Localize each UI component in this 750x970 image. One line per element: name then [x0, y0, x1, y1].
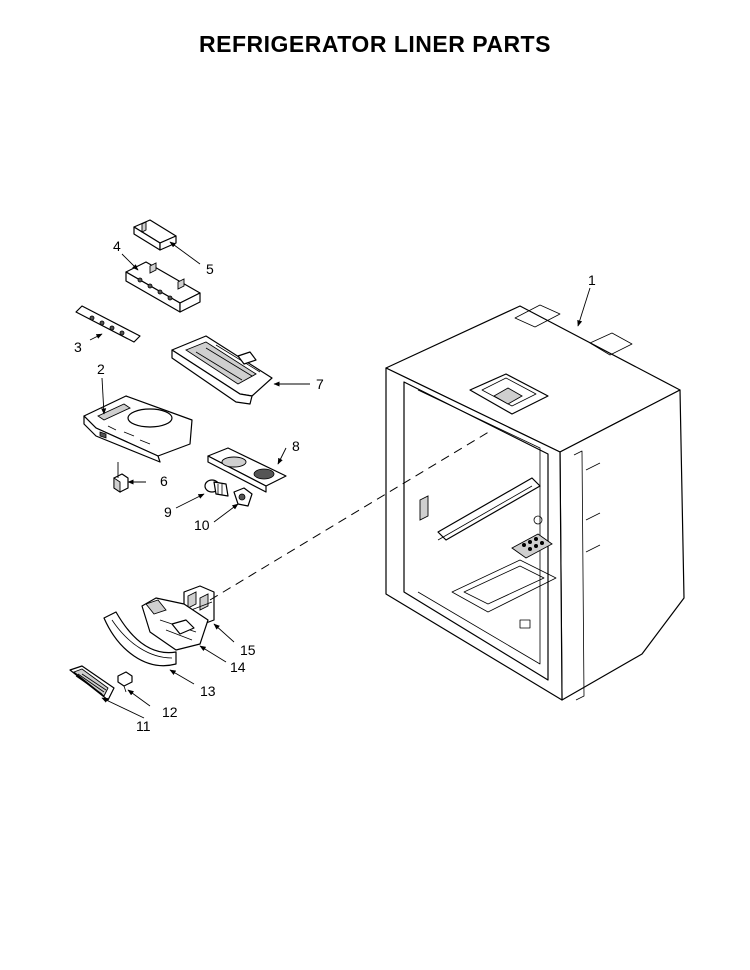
callout-7: 7	[316, 376, 324, 392]
part-2-housing	[83, 395, 193, 463]
callout-5: 5	[206, 261, 214, 277]
page-title: REFRIGERATOR LINER PARTS	[199, 31, 551, 57]
callout-3: 3	[74, 339, 82, 355]
part-10-socket	[233, 487, 253, 507]
callout-2: 2	[97, 361, 105, 377]
callout-8: 8	[292, 438, 300, 454]
part-5-bracket	[133, 219, 177, 251]
part-11-grille	[69, 665, 115, 701]
callout-9: 9	[164, 504, 172, 520]
callout-11: 11	[136, 718, 151, 734]
part-13-bezel	[103, 611, 177, 667]
part-14-housing	[141, 597, 209, 651]
callout-15: 15	[240, 642, 256, 658]
part-4-bracket	[125, 261, 201, 313]
part-6-clip	[113, 473, 129, 493]
part-8-plate	[207, 447, 287, 493]
callout-10: 10	[194, 517, 210, 533]
part-3-strip	[75, 305, 141, 343]
part-1-liner	[385, 304, 685, 701]
part-9-lamp	[204, 479, 229, 497]
part-12-screw	[117, 671, 133, 693]
callout-labels: 1 2 3 4 5 6 7 8 9 10 11 12 13 14 15	[74, 238, 596, 734]
leader-lines	[89, 241, 591, 719]
callout-13: 13	[200, 683, 216, 699]
callout-14: 14	[230, 659, 246, 675]
connection-dashed-line	[209, 429, 493, 601]
callout-1: 1	[588, 272, 596, 288]
callout-4: 4	[113, 238, 121, 254]
part-7-cover	[171, 335, 273, 405]
callout-12: 12	[162, 704, 178, 720]
callout-6: 6	[160, 473, 168, 489]
